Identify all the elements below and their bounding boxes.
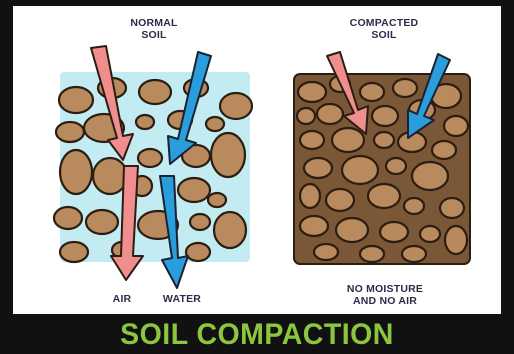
rock-icon bbox=[220, 93, 252, 119]
rock-icon bbox=[211, 133, 245, 177]
compacted-soil-title: COMPACTED SOIL bbox=[338, 17, 430, 41]
compacted-soil-title-line2: SOIL bbox=[338, 29, 430, 41]
rock-icon bbox=[336, 218, 368, 242]
rock-icon bbox=[206, 117, 224, 131]
rock-icon bbox=[445, 226, 467, 254]
caption-line1: NO MOISTURE bbox=[330, 283, 440, 295]
rock-icon bbox=[298, 82, 326, 102]
normal-soil-title: NORMAL SOIL bbox=[118, 17, 190, 41]
rock-icon bbox=[440, 198, 464, 218]
rock-icon bbox=[59, 87, 93, 113]
rock-icon bbox=[60, 150, 92, 194]
compacted-soil-diagram bbox=[294, 52, 470, 264]
rock-icon bbox=[420, 226, 440, 242]
rock-icon bbox=[54, 207, 82, 229]
water-label: WATER bbox=[154, 293, 210, 305]
rock-icon bbox=[136, 115, 154, 129]
rock-icon bbox=[444, 116, 468, 136]
rock-icon bbox=[412, 162, 448, 190]
rock-icon bbox=[86, 210, 118, 234]
rock-icon bbox=[360, 83, 384, 101]
rock-icon bbox=[317, 104, 343, 124]
caption-line2: AND NO AIR bbox=[330, 295, 440, 307]
rock-icon bbox=[326, 189, 354, 211]
rock-icon bbox=[304, 158, 332, 178]
rock-icon bbox=[393, 79, 417, 97]
rock-icon bbox=[300, 216, 328, 236]
rock-icon bbox=[386, 158, 406, 174]
rock-icon bbox=[432, 141, 456, 159]
rock-icon bbox=[186, 243, 210, 261]
normal-soil-title-line1: NORMAL bbox=[118, 17, 190, 29]
rock-icon bbox=[372, 106, 398, 126]
rock-icon bbox=[374, 132, 394, 148]
rock-icon bbox=[332, 128, 364, 152]
air-label: AIR bbox=[104, 293, 140, 305]
rock-icon bbox=[208, 193, 226, 207]
rock-icon bbox=[139, 80, 171, 104]
compacted-soil-title-line1: COMPACTED bbox=[338, 17, 430, 29]
rock-icon bbox=[360, 246, 384, 262]
rock-icon bbox=[138, 149, 162, 167]
rock-icon bbox=[404, 198, 424, 214]
rock-icon bbox=[60, 242, 88, 262]
rock-icon bbox=[368, 184, 400, 208]
banner-title: SOIL COMPACTION bbox=[13, 316, 501, 354]
rock-icon bbox=[214, 212, 246, 248]
rock-icon bbox=[402, 246, 426, 262]
rock-icon bbox=[380, 222, 408, 242]
normal-soil-title-line2: SOIL bbox=[118, 29, 190, 41]
rock-icon bbox=[56, 122, 84, 142]
rock-icon bbox=[190, 214, 210, 230]
compacted-soil-caption: NO MOISTURE AND NO AIR bbox=[330, 283, 440, 307]
rock-icon bbox=[314, 244, 338, 260]
rock-icon bbox=[300, 184, 320, 208]
rock-icon bbox=[178, 178, 210, 202]
normal-soil-diagram bbox=[54, 46, 252, 288]
rock-icon bbox=[297, 108, 315, 124]
rock-icon bbox=[342, 156, 378, 184]
rock-icon bbox=[93, 158, 127, 194]
rock-icon bbox=[300, 131, 324, 149]
